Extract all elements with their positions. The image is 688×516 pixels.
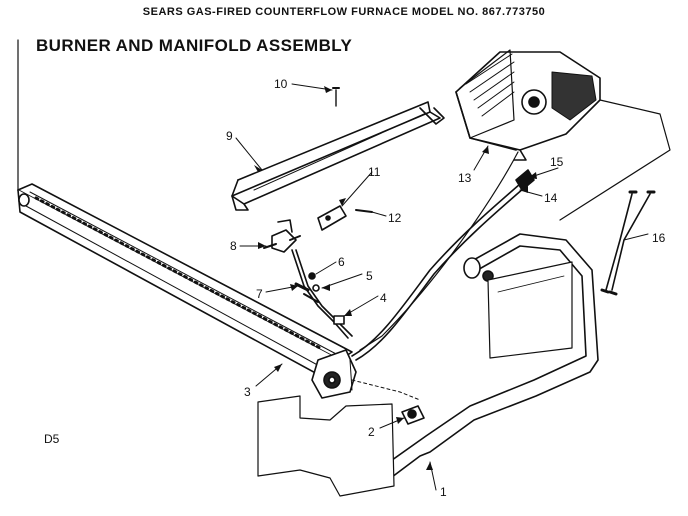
compression-fitting — [515, 169, 535, 191]
orifice — [401, 405, 425, 425]
screw-part-10 — [332, 87, 340, 107]
callout-4: 4 — [380, 291, 387, 305]
wire-harness — [600, 190, 656, 296]
callout-1: 1 — [440, 485, 447, 499]
callout-10: 10 — [274, 77, 288, 91]
thermocouple-lead — [359, 151, 519, 351]
pilot-supply-tube — [351, 183, 525, 361]
screw-part-12 — [355, 209, 373, 213]
pilot-tubing — [291, 249, 353, 339]
page-header: SEARS GAS-FIRED COUNTERFLOW FURNACE MODE… — [142, 6, 546, 18]
clip-bracket — [317, 205, 347, 231]
burner-channel — [17, 183, 353, 383]
diagram-title: BURNER AND MANIFOLD ASSEMBLY — [36, 36, 353, 55]
callout-8: 8 — [230, 239, 237, 253]
callout-14: 14 — [544, 191, 558, 205]
callout-11: 11 — [368, 165, 381, 179]
callout-16: 16 — [652, 231, 666, 245]
housing-outline — [559, 99, 671, 221]
dashed-connector — [351, 379, 421, 401]
callout-2: 2 — [368, 425, 375, 439]
callout-12: 12 — [388, 211, 402, 225]
manifold-support-bracket — [487, 261, 573, 359]
callout-labels: 1 2 3 4 5 6 7 8 9 10 11 12 13 14 15 16 — [226, 77, 666, 499]
callout-9: 9 — [226, 129, 233, 143]
callout-13: 13 — [458, 171, 472, 185]
pilot-assembly — [263, 219, 301, 253]
callout-7: 7 — [256, 287, 263, 301]
heat-shield-bracket — [231, 101, 445, 211]
burner-mounting-panel — [257, 395, 395, 497]
callout-5: 5 — [366, 269, 373, 283]
diagram-code: D5 — [44, 432, 60, 446]
callout-3: 3 — [244, 385, 251, 399]
callout-15: 15 — [550, 155, 564, 169]
callout-6: 6 — [338, 255, 345, 269]
burner-end-housing — [311, 349, 357, 399]
manifold-frame — [371, 233, 599, 487]
gas-valve — [455, 49, 601, 161]
leader-arrowheads — [254, 86, 537, 470]
